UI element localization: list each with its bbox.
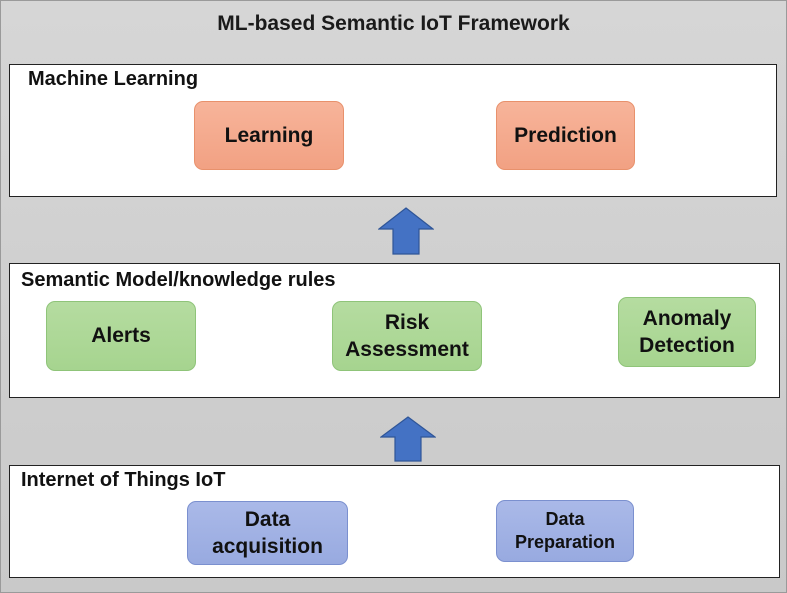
machine-learning-layer-title: Machine Learning [28,68,199,90]
alerts-box: Alerts [46,301,196,371]
semantic-model-layer: Semantic Model/knowledge rules Alerts Ri… [9,263,780,398]
up-arrow-icon [378,207,434,255]
iot-layer: Internet of Things IoT Data acquisition … [9,465,780,578]
risk-assessment-box: Risk Assessment [332,301,482,371]
data-acquisition-box: Data acquisition [187,501,348,565]
iot-layer-title: Internet of Things IoT [21,469,226,491]
learning-box: Learning [194,101,344,170]
up-arrow-icon [380,416,436,462]
diagram-title: ML-based Semantic IoT Framework [217,12,570,35]
anomaly-detection-box: Anomaly Detection [618,297,756,367]
semantic-model-layer-title: Semantic Model/knowledge rules [21,269,336,291]
machine-learning-layer: Machine Learning Learning Prediction [9,64,777,197]
data-preparation-box: Data Preparation [496,500,634,562]
prediction-box: Prediction [496,101,635,170]
